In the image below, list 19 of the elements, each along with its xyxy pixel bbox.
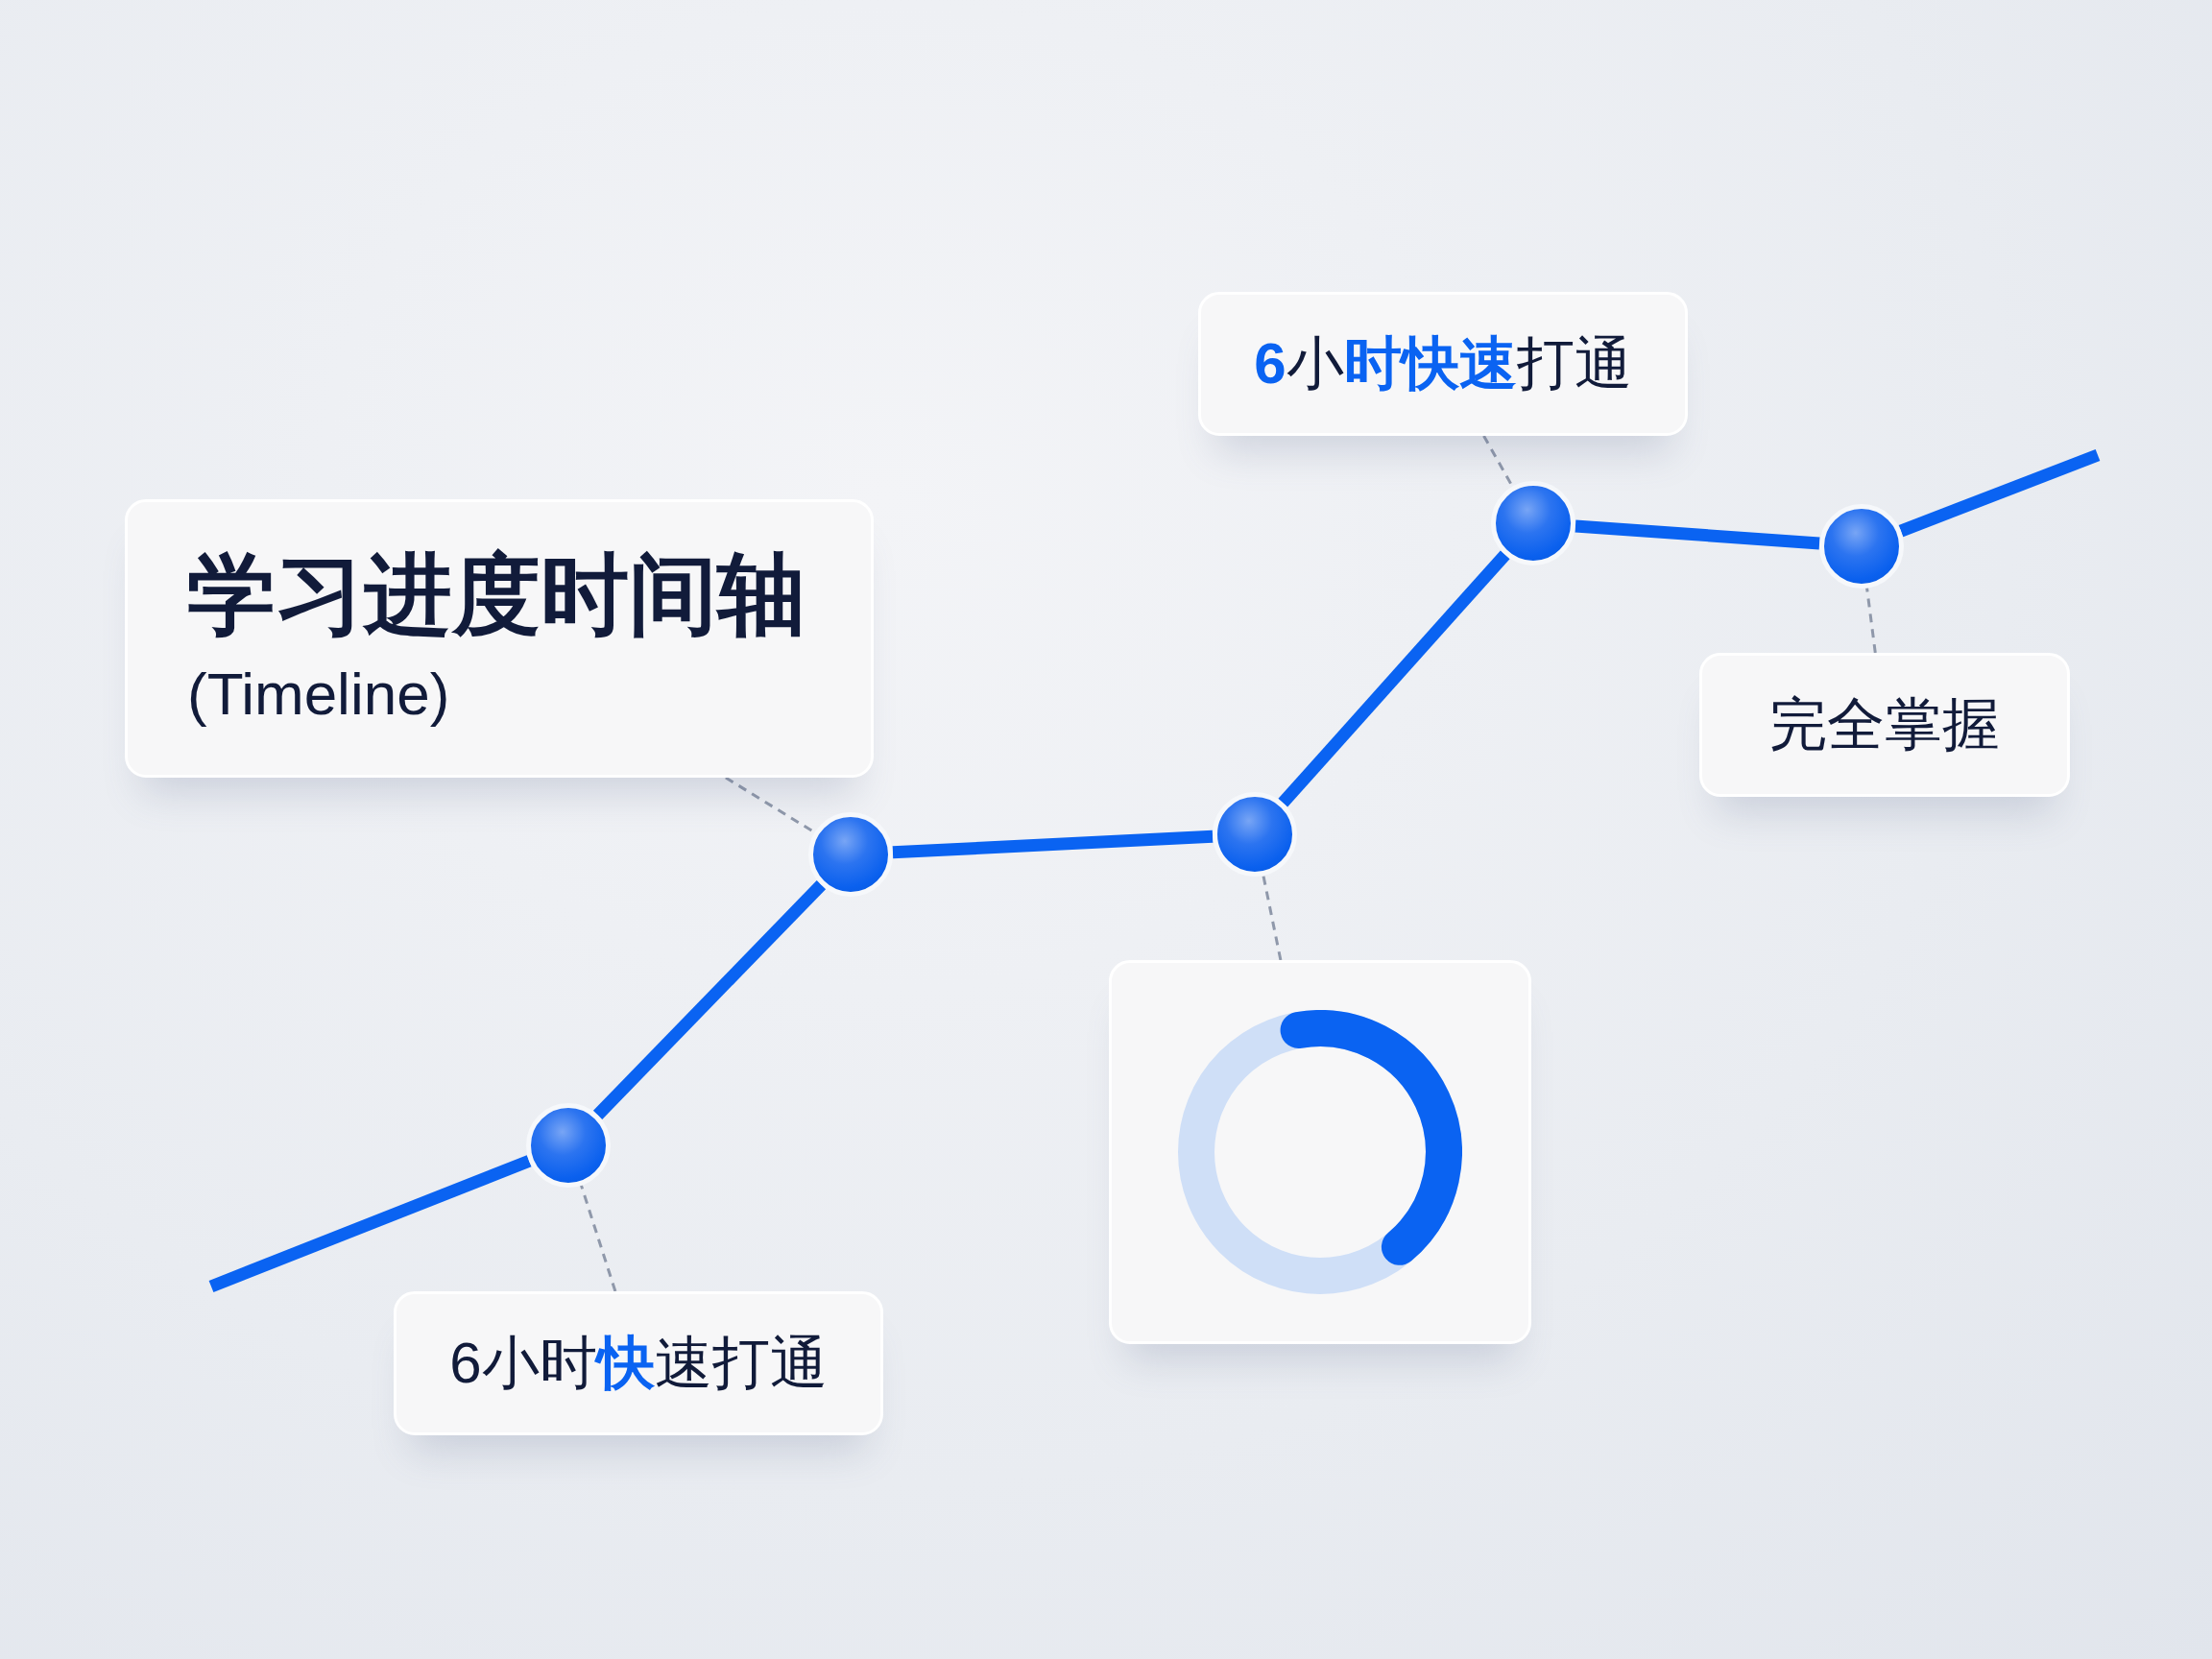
leader-line bbox=[580, 1185, 617, 1292]
leader-line bbox=[1262, 875, 1283, 961]
progress-card bbox=[1109, 960, 1531, 1344]
milestone-label: 6小时快速打通 bbox=[1254, 330, 1632, 397]
title-card bbox=[125, 499, 874, 778]
timeline-line bbox=[1898, 448, 2101, 538]
title-heading: 学习进度时间轴 bbox=[187, 546, 805, 644]
timeline-line bbox=[892, 830, 1214, 859]
milestone-card bbox=[1699, 653, 2070, 797]
milestone-label: 完全掌握 bbox=[1769, 691, 2000, 758]
milestone-card bbox=[394, 1291, 883, 1435]
timeline-line bbox=[1278, 550, 1510, 807]
subtitle-text: (Timeline) bbox=[187, 660, 450, 730]
leader-line bbox=[1865, 588, 1877, 654]
timeline-line bbox=[1575, 519, 1820, 550]
milestone-card bbox=[1198, 292, 1688, 436]
timeline-line bbox=[592, 880, 827, 1119]
milestone-label: 6小时快速打通 bbox=[449, 1330, 828, 1397]
timeline-line bbox=[208, 1155, 532, 1293]
